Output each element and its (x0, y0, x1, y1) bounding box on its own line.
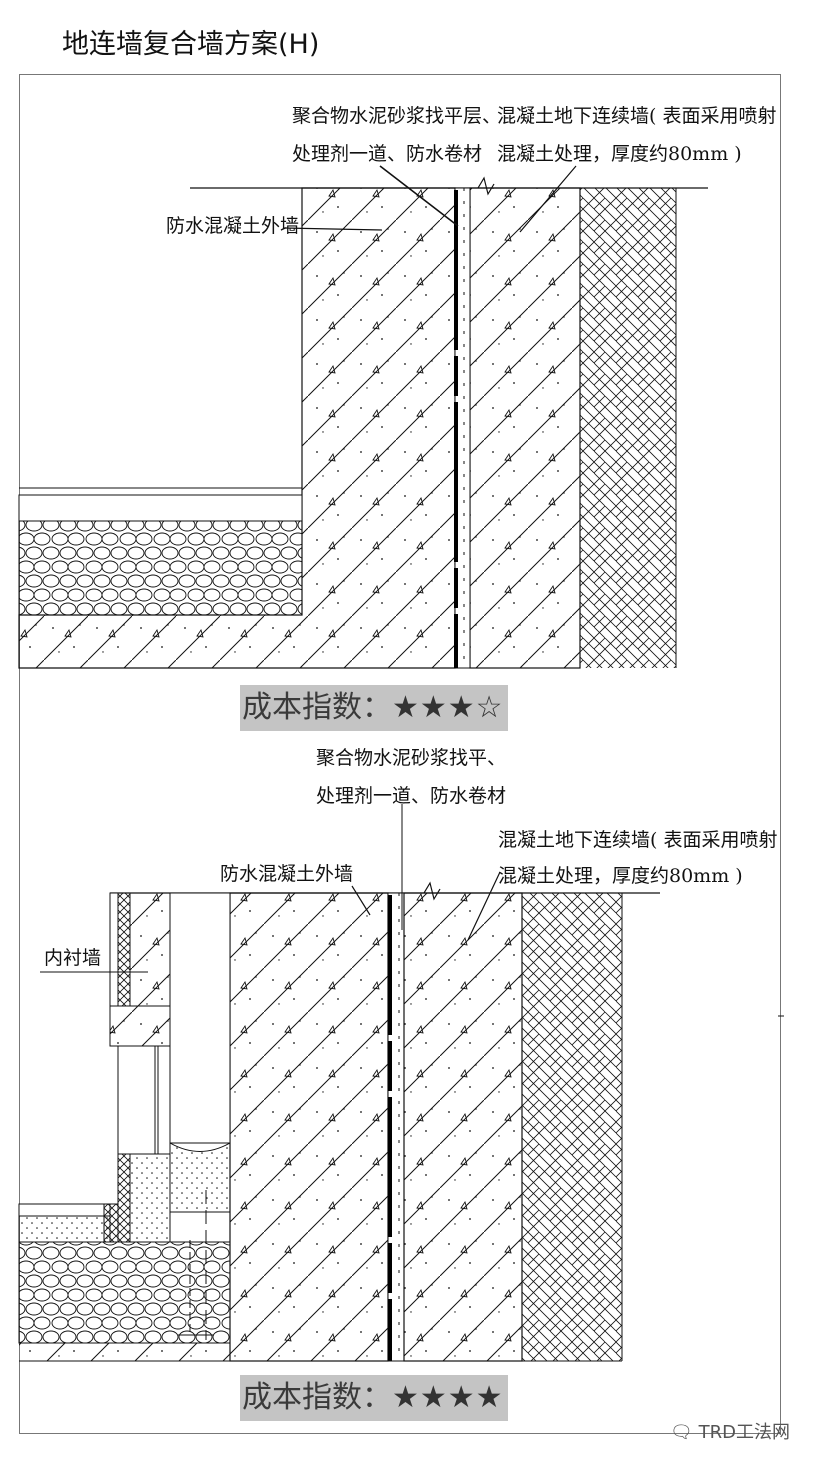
d1-diaphragm-label-2: 混凝土处理，厚度约80mm ) (497, 143, 742, 165)
d2-cost-index: 成本指数：★★★★ (240, 1375, 508, 1421)
lining-gap (117, 1045, 159, 1155)
diaphragm-leader (467, 871, 501, 941)
soil-section (522, 893, 622, 1361)
lining-insulation-lower (117, 1153, 131, 1243)
gravel-layer (18, 520, 303, 616)
floor-slab (18, 1215, 111, 1243)
outer-wall-section (229, 892, 389, 1362)
diaphragm-wall-section (469, 187, 581, 669)
membrane-leader (379, 165, 459, 227)
d2-diaphragm-label-2: 混凝土处理，厚度约80mm ) (498, 865, 743, 887)
d2-diaphragm-label-1: 混凝土地下连续墙( 表面采用喷射 (498, 829, 778, 851)
wechat-icon: 🗨 (670, 1422, 693, 1443)
diagram-2 (18, 804, 784, 1362)
watermark: 🗨 TRD工法网 (670, 1418, 790, 1444)
watermark-text: TRD工法网 (698, 1422, 790, 1443)
d1-cost-label: 成本指数： (242, 690, 392, 725)
d1-diaphragm-label-1: 混凝土地下连续墙( 表面采用喷射 (497, 105, 777, 127)
drain-base (169, 1142, 231, 1213)
lining-wall-upper (129, 892, 171, 1007)
lining-insulation (117, 892, 131, 1007)
gravel-layer (18, 1241, 231, 1344)
d1-cost-index: 成本指数：★★★☆ (240, 685, 508, 731)
drain-channel (169, 892, 231, 1144)
diagram-1 (18, 165, 708, 669)
floor-insulation (103, 1203, 119, 1243)
base-slab (19, 1343, 230, 1361)
page-title: 地连墙复合墙方案(H) (62, 29, 320, 60)
floor-finish (18, 1203, 111, 1217)
d2-membrane-label-2: 处理剂一道、防水卷材 (316, 785, 507, 807)
d1-membrane-label-2: 处理剂一道、防水卷材 (292, 143, 483, 165)
d2-membrane-label-1: 聚合物水泥砂浆找平、 (316, 747, 507, 769)
drawing-frame (19, 74, 781, 1434)
soil-section (580, 188, 676, 668)
d2-lining-wall-label: 内衬墙 (44, 947, 102, 969)
outer-wall-leader (283, 227, 383, 231)
diaphragm-leader (519, 165, 577, 233)
diaphragm-wall-section (403, 892, 523, 1362)
lining-wall-lower (129, 1153, 171, 1243)
d1-cost-stars: ★★★☆ (392, 690, 504, 725)
d1-membrane-label-1: 聚合物水泥砂浆找平层、 (292, 105, 502, 127)
outer-wall-leader (351, 885, 371, 916)
floor-slab (18, 494, 303, 522)
d2-cost-label: 成本指数： (242, 1380, 392, 1415)
d1-outer-wall-label: 防水混凝土外墙 (166, 215, 300, 237)
lining-face (109, 892, 119, 1007)
d2-cost-stars: ★★★★ (392, 1380, 504, 1415)
d2-outer-wall-label: 防水混凝土外墙 (220, 863, 354, 885)
